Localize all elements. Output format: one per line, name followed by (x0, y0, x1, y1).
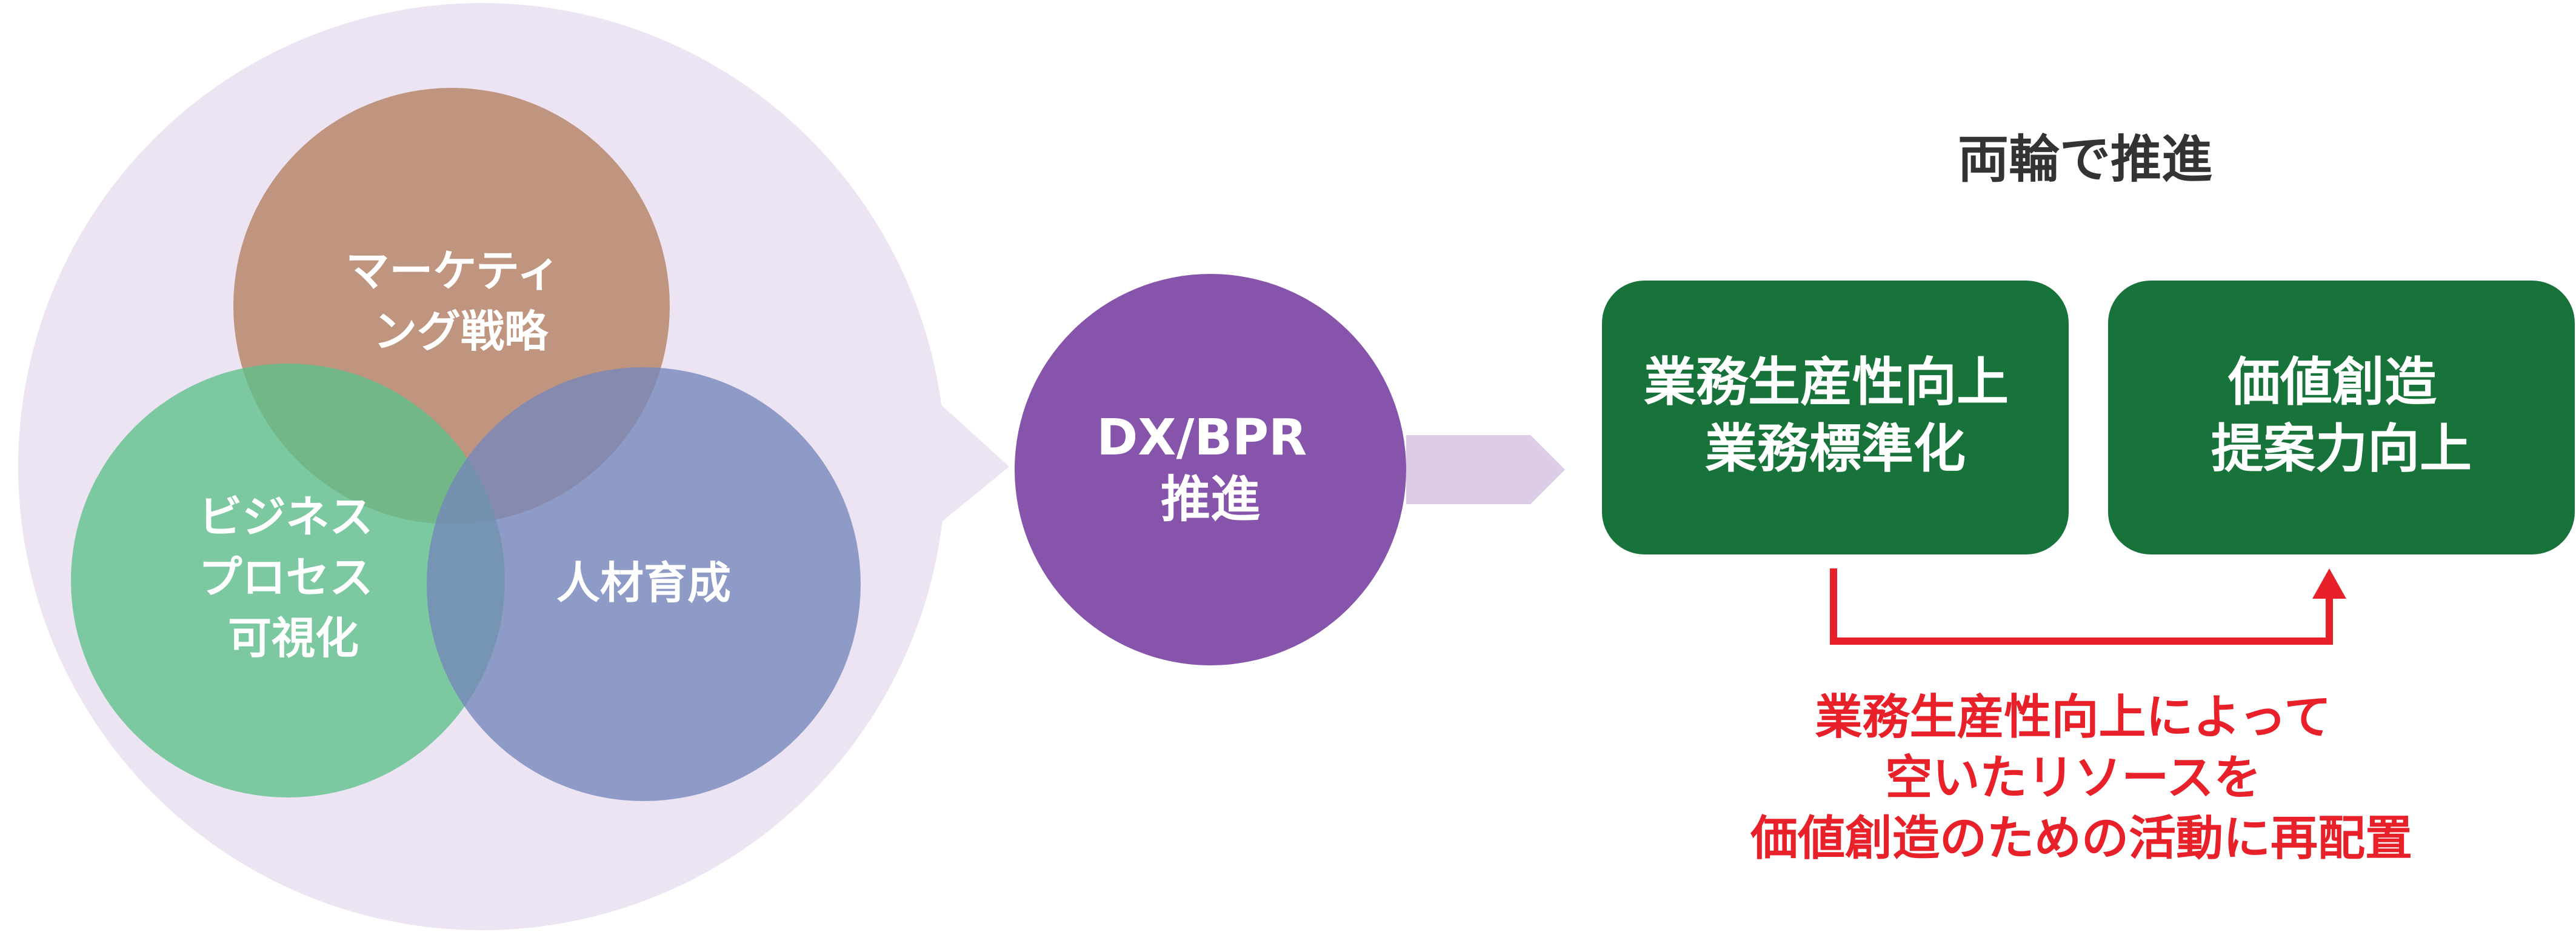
marketing-label-line-1: マーケティ (345, 245, 560, 296)
business-circle (71, 364, 505, 797)
reallocation-note: 業務生産性向上によって 空いたリソースを 価値創造のための活動に再配置 (1750, 690, 2412, 866)
value-creation-box-label: 価値創造 提案力向上 (2211, 352, 2472, 479)
talent-label: 人材育成 (556, 558, 731, 608)
value-creation-box-line-2: 提案力向上 (2211, 419, 2472, 479)
reallocation-connector (1830, 568, 2333, 645)
dx-bpr-node: DX/BPR 推進 (1015, 274, 1406, 665)
marketing-label: マーケティ ング戦略 (345, 245, 575, 357)
speech-bubble-tail (909, 376, 1009, 548)
venn-diagram: マーケティ ング戦略 ビジネス プロセス 可視化 人材育成 (71, 88, 861, 801)
value-creation-box: 価値創造 提案力向上 (2108, 281, 2575, 554)
productivity-box-bg (1602, 281, 2069, 554)
dx-bpr-label: DX/BPR 推進 (1096, 409, 1324, 528)
dx-bpr-label-line-2: 推進 (1161, 471, 1260, 528)
productivity-box-line-2: 業務標準化 (1705, 419, 1966, 479)
business-label-line-1: ビジネス (198, 491, 373, 542)
value-creation-box-bg (2108, 281, 2575, 554)
reallocation-note-line-3: 価値創造のための活動に再配置 (1750, 811, 2412, 866)
chevron-arrow (1406, 435, 1565, 504)
value-creation-box-line-1: 価値創造 (2227, 352, 2437, 413)
dx-bpr-label-line-1: DX/BPR (1096, 409, 1307, 467)
productivity-box-line-1: 業務生産性向上 (1644, 352, 2009, 413)
reallocation-note-line-2: 空いたリソースを (1885, 751, 2261, 805)
productivity-box-label: 業務生産性向上 業務標準化 (1644, 352, 2027, 479)
marketing-label-line-2: ング戦略 (373, 306, 549, 357)
reallocation-arrowhead (2312, 568, 2346, 599)
dx-bpr-circle (1015, 274, 1406, 665)
business-label-line-3: 可視化 (228, 613, 359, 664)
business-label-line-2: プロセス (198, 552, 373, 603)
talent-circle (427, 367, 861, 801)
business-label: ビジネス プロセス 可視化 (198, 491, 388, 664)
reallocation-note-line-1: 業務生産性向上によって (1815, 690, 2332, 745)
dual-track-heading: 両輪で推進 (1958, 130, 2212, 189)
productivity-box: 業務生産性向上 業務標準化 (1602, 281, 2069, 554)
